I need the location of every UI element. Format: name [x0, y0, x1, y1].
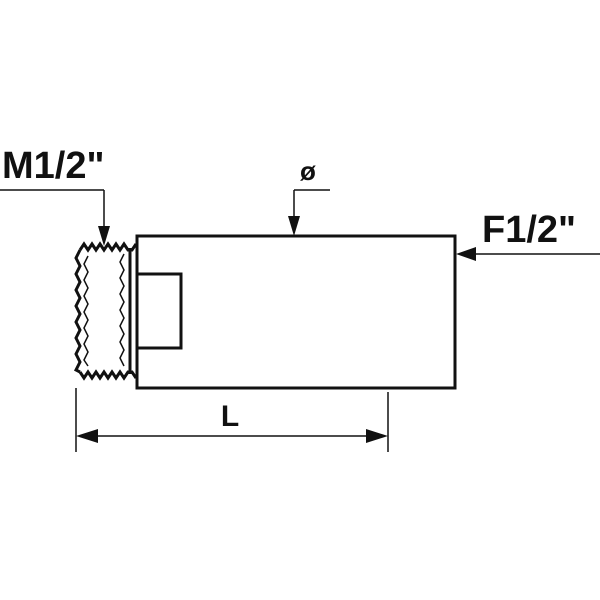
- length-dimension: L: [75, 388, 389, 452]
- length-arrow-right-icon: [366, 429, 388, 443]
- fitting-body: [135, 234, 457, 390]
- length-arrow-left-icon: [76, 429, 98, 443]
- thread-root-line: [119, 253, 125, 367]
- male-thread-arrow-icon: [98, 226, 110, 246]
- length-label: L: [221, 400, 239, 433]
- female-thread-callout: F1/2": [456, 209, 600, 261]
- male-thread-callout: M1/2": [0, 145, 110, 246]
- female-thread-label: F1/2": [482, 209, 576, 251]
- female-thread-arrow-icon: [456, 247, 476, 261]
- diameter-callout: ø: [288, 156, 330, 236]
- male-thread-label: M1/2": [2, 145, 105, 187]
- thread-inner-edge: [83, 255, 89, 367]
- thread-left-edge: [73, 249, 82, 374]
- diameter-label: ø: [300, 156, 316, 186]
- inner-bore: [135, 272, 183, 350]
- diameter-arrow-icon: [288, 216, 300, 236]
- thread-bottom-edge: [78, 369, 138, 381]
- male-thread-section: [73, 241, 138, 381]
- thread-top-edge: [78, 241, 138, 253]
